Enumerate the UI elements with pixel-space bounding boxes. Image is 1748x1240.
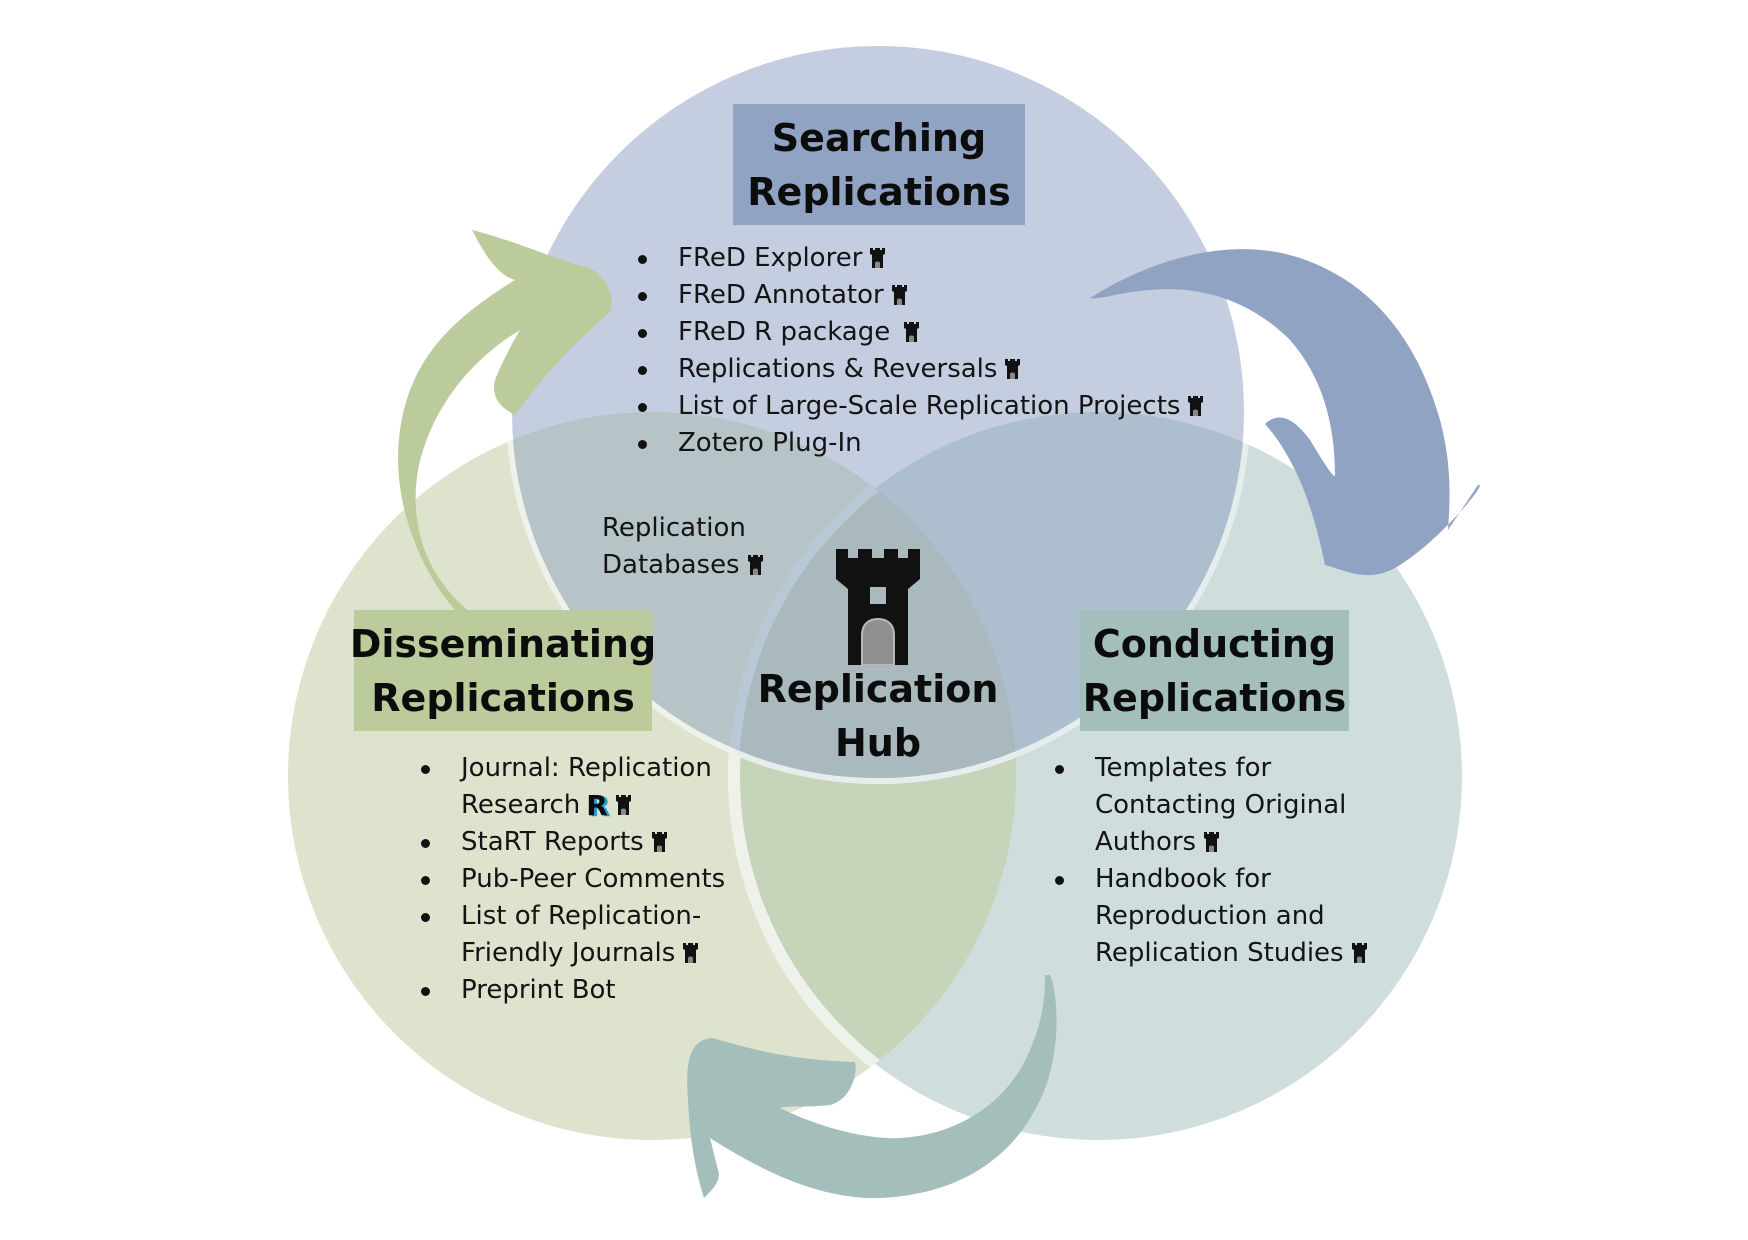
hub-label-line2: Hub xyxy=(834,721,922,765)
db-label-text: Databases xyxy=(602,550,740,580)
list-item: Replications & Reversals xyxy=(632,351,1203,388)
tower-icon xyxy=(836,549,920,665)
item-text: Journal: Replication Research xyxy=(461,753,712,820)
arrow-disseminating-to-searching xyxy=(398,230,612,612)
conducting-items-list: Templates for Contacting Original Author… xyxy=(1049,750,1389,972)
tower-icon xyxy=(1351,943,1367,963)
title-line1: Disseminating xyxy=(349,621,657,666)
item-text: Replications & Reversals xyxy=(678,354,998,384)
item-text: Pub-Peer Comments xyxy=(461,864,726,894)
searching-replications-title: Searching Replications xyxy=(733,104,1025,225)
list-item: Handbook for Reproduction and Replicatio… xyxy=(1049,861,1389,972)
list-item: StaRT Reports xyxy=(415,824,755,861)
list-item: List of Replication-Friendly Journals xyxy=(415,898,755,972)
title-line1: Conducting xyxy=(1092,621,1337,666)
tower-icon xyxy=(870,248,886,268)
conducting-replications-title: Conducting Replications xyxy=(1080,610,1349,731)
tower-icon xyxy=(891,285,907,305)
list-item: List of Large-Scale Replication Projects xyxy=(632,388,1204,425)
item-text: Handbook for Reproduction and Replicatio… xyxy=(1095,864,1344,968)
item-text: Preprint Bot xyxy=(461,975,616,1005)
list-item: FReD Explorer xyxy=(632,240,1203,277)
db-label-line2: Databases xyxy=(602,547,763,584)
hub-overlap xyxy=(734,412,1016,778)
item-text: StaRT Reports xyxy=(461,827,644,857)
title-line1: Searching xyxy=(771,115,987,160)
item-text: Zotero Plug-In xyxy=(678,428,862,458)
arrow-searching-to-conducting xyxy=(1090,249,1480,576)
tower-icon xyxy=(1204,832,1220,852)
tower-icon xyxy=(1005,359,1021,379)
list-item: Pub-Peer Comments xyxy=(415,861,755,898)
tower-icon xyxy=(683,943,699,963)
db-label-line1: Replication xyxy=(602,513,746,543)
r-logo-icon: R xyxy=(586,789,608,822)
hub-label: Replication Hub xyxy=(748,662,1008,770)
item-text: FReD R package xyxy=(678,317,891,347)
list-item: FReD R package xyxy=(632,314,1203,351)
list-item: FReD Annotator xyxy=(632,277,1203,314)
tower-icon xyxy=(651,832,667,852)
title-line2: Replications xyxy=(1082,675,1347,720)
tower-icon xyxy=(615,795,631,815)
conducting-circle-outline xyxy=(728,412,1016,1140)
item-text: FReD Annotator xyxy=(678,280,884,310)
item-text: Templates for Contacting Original Author… xyxy=(1095,753,1347,857)
searching-items-list: FReD Explorer FReD Annotator FReD R pack… xyxy=(632,240,1204,462)
tower-icon xyxy=(904,322,920,342)
tower-icon xyxy=(747,555,763,575)
list-item: Preprint Bot xyxy=(415,972,755,1009)
item-text: List of Large-Scale Replication Projects xyxy=(678,391,1181,421)
disseminating-replications-title: Disseminating Replications xyxy=(350,610,656,731)
tower-icon xyxy=(1188,396,1204,416)
replication-databases-label: Replication Databases xyxy=(602,510,763,584)
title-line2: Replications xyxy=(747,169,1011,214)
item-text: FReD Explorer xyxy=(678,243,863,273)
list-item: Zotero Plug-In xyxy=(632,425,1203,462)
arrow-conducting-to-disseminating xyxy=(687,975,1057,1199)
hub-label-line1: Replication xyxy=(757,667,999,711)
title-line2: Replications xyxy=(371,675,635,720)
item-text: List of Replication-Friendly Journals xyxy=(461,901,702,968)
list-item: Templates for Contacting Original Author… xyxy=(1049,750,1389,861)
